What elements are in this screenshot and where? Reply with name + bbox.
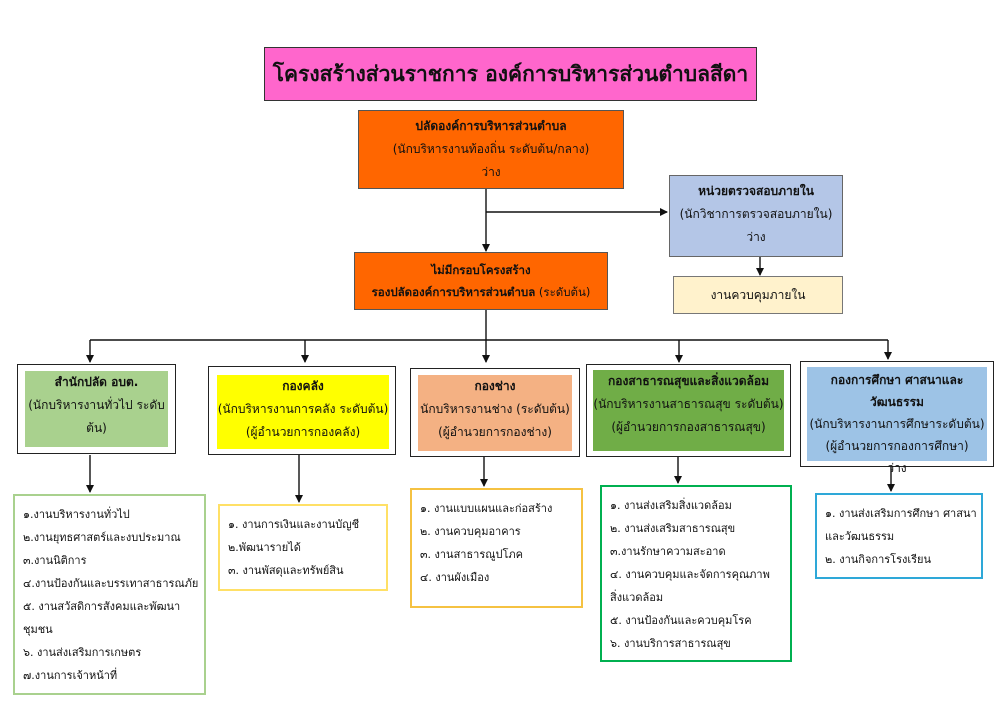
chief-position: (นักบริหารงานท้องถิ่น ระดับต้น/กลาง): [392, 142, 590, 156]
task-item: ๒. งานส่งเสริมสาธารณสุข: [610, 522, 736, 535]
department-line: (นักบริหารงานการศึกษาระดับต้น): [809, 417, 985, 431]
task-item: ๖. งานส่งเสริมการเกษตร: [23, 646, 142, 659]
department-education-fill: กองการศึกษา ศาสนาและวัฒนธรรม (นักบริหารง…: [807, 367, 987, 475]
department-health-box: กองสาธารณสุขและสิ่งแวดล้อม (นักบริหารงาน…: [586, 364, 791, 457]
task-item: ๑. งานส่งเสริมการศึกษา ศาสนา: [825, 507, 977, 520]
task-item: และวัฒนธรรม: [825, 530, 895, 543]
department-education-box: กองการศึกษา ศาสนาและวัฒนธรรม (นักบริหารง…: [800, 361, 994, 475]
department-line: (ผู้อำนวยการกองคลัง): [245, 425, 361, 439]
department-education-tasks: ๑. งานส่งเสริมการศึกษา ศาสนา และวัฒนธรรม…: [815, 493, 983, 579]
task-item: ๔. งานผังเมือง: [420, 571, 490, 584]
chief-administrator-box: ปลัดองค์การบริหารส่วนตำบล (นักบริหารงานท…: [358, 110, 624, 189]
task-item: ชุมชน: [23, 623, 53, 636]
task-item: ๓. งานสาธารณูปโภค: [420, 548, 523, 561]
department-line: นักบริหารงานช่าง (ระดับต้น): [420, 402, 570, 416]
department-line: (นักบริหารงานทั่วไป ระดับ: [28, 398, 165, 412]
task-item: ๑. งานแบบแผนและก่อสร้าง: [420, 502, 553, 515]
task-item: สิ่งแวดล้อม: [610, 591, 664, 604]
audit-position: (นักวิชาการตรวจสอบภายใน): [679, 207, 833, 221]
department-office-tasks: ๑.งานบริหารงานทั่วไป ๒.งานยุทธศาสตร์และง…: [13, 494, 206, 695]
deputy-note: ไม่มีกรอบโครงสร้าง: [431, 263, 531, 277]
task-item: ๓. งานพัสดุและทรัพย์สิน: [228, 564, 344, 577]
department-finance-tasks: ๑. งานการเงินและงานบัญชี ๒.พัฒนารายได้ ๓…: [218, 504, 388, 591]
department-line: (ผู้อำนวยการกองช่าง): [438, 425, 552, 439]
department-engineering-tasks: ๑. งานแบบแผนและก่อสร้าง ๒. งานควบคุมอาคา…: [410, 488, 583, 608]
department-health-tasks: ๑. งานส่งเสริมสิ่งแวดล้อม ๒. งานส่งเสริม…: [600, 485, 792, 662]
department-name: กองคลัง: [282, 379, 324, 393]
task-item: ๔. งานควบคุมและจัดการคุณภาพ: [610, 568, 770, 581]
chief-name: ปลัดองค์การบริหารส่วนตำบล: [415, 119, 567, 133]
department-name: สำนักปลัด อบต.: [54, 375, 139, 389]
task-item: ๗.งานการเจ้าหน้าที่: [23, 669, 118, 682]
task-item: ๕. งานป้องกันและควบคุมโรค: [610, 614, 752, 627]
page-title: โครงสร้างส่วนราชการ องค์การบริหารส่วนตำบ…: [264, 47, 757, 101]
chief-status: ว่าง: [481, 165, 501, 179]
deputy-administrator-box: ไม่มีกรอบโครงสร้าง รองปลัดองค์การบริหารส…: [354, 252, 608, 310]
task-item: ๑. งานส่งเสริมสิ่งแวดล้อม: [610, 499, 732, 512]
audit-status: ว่าง: [746, 230, 766, 244]
department-line: ว่าง: [887, 461, 907, 475]
department-line: (ผู้อำนวยการกองสาธารณสุข): [611, 420, 766, 434]
department-office-box: สำนักปลัด อบต. (นักบริหารงานทั่วไป ระดับ…: [17, 364, 176, 454]
task-item: ๑.งานบริหารงานทั่วไป: [23, 508, 130, 521]
task-item: ๓.งานนิติการ: [23, 554, 87, 567]
department-line: (นักบริหารงานสาธารณสุข ระดับต้น): [593, 397, 784, 411]
internal-control-box: งานควบคุมภายใน: [673, 276, 843, 314]
deputy-name: รองปลัดองค์การบริหารส่วนตำบล: [371, 285, 536, 299]
internal-audit-box: หน่วยตรวจสอบภายใน (นักวิชาการตรวจสอบภายใ…: [669, 175, 843, 257]
department-line: ต้น): [86, 421, 107, 435]
task-item: ๒. งานกิจการโรงเรียน: [825, 553, 931, 566]
department-line: (ผู้อำนวยการกองการศึกษา): [825, 439, 969, 453]
department-name: กองช่าง: [474, 379, 516, 393]
task-item: ๔.งานป้องกันและบรรเทาสาธารณภัย: [23, 577, 199, 590]
task-item: ๒. งานควบคุมอาคาร: [420, 525, 521, 538]
department-health-fill: กองสาธารณสุขและสิ่งแวดล้อม (นักบริหารงาน…: [593, 370, 784, 451]
department-finance-fill: กองคลัง (นักบริหารงานการคลัง ระดับต้น) (…: [217, 375, 389, 449]
task-item: ๒.งานยุทธศาสตร์และงบประมาณ: [23, 531, 181, 544]
task-item: ๒.พัฒนารายได้: [228, 541, 301, 554]
deputy-level: (ระดับต้น): [538, 285, 591, 299]
audit-name: หน่วยตรวจสอบภายใน: [698, 184, 814, 198]
task-item: ๓.งานรักษาความสะอาด: [610, 545, 726, 558]
department-finance-box: กองคลัง (นักบริหารงานการคลัง ระดับต้น) (…: [208, 366, 396, 455]
department-engineering-fill: กองช่าง นักบริหารงานช่าง (ระดับต้น) (ผู้…: [418, 375, 572, 451]
department-line: (นักบริหารงานการคลัง ระดับต้น): [217, 402, 389, 416]
department-name: กองสาธารณสุขและสิ่งแวดล้อม: [607, 374, 769, 388]
task-item: ๖. งานบริการสาธารณสุข: [610, 637, 731, 650]
task-item: ๑. งานการเงินและงานบัญชี: [228, 518, 360, 531]
task-item: ๕. งานสวัสดิการสังคมและพัฒนา: [23, 600, 181, 613]
department-office-fill: สำนักปลัด อบต. (นักบริหารงานทั่วไป ระดับ…: [25, 371, 168, 447]
department-engineering-box: กองช่าง นักบริหารงานช่าง (ระดับต้น) (ผู้…: [410, 368, 580, 457]
department-name: กองการศึกษา ศาสนาและวัฒนธรรม: [830, 373, 964, 409]
